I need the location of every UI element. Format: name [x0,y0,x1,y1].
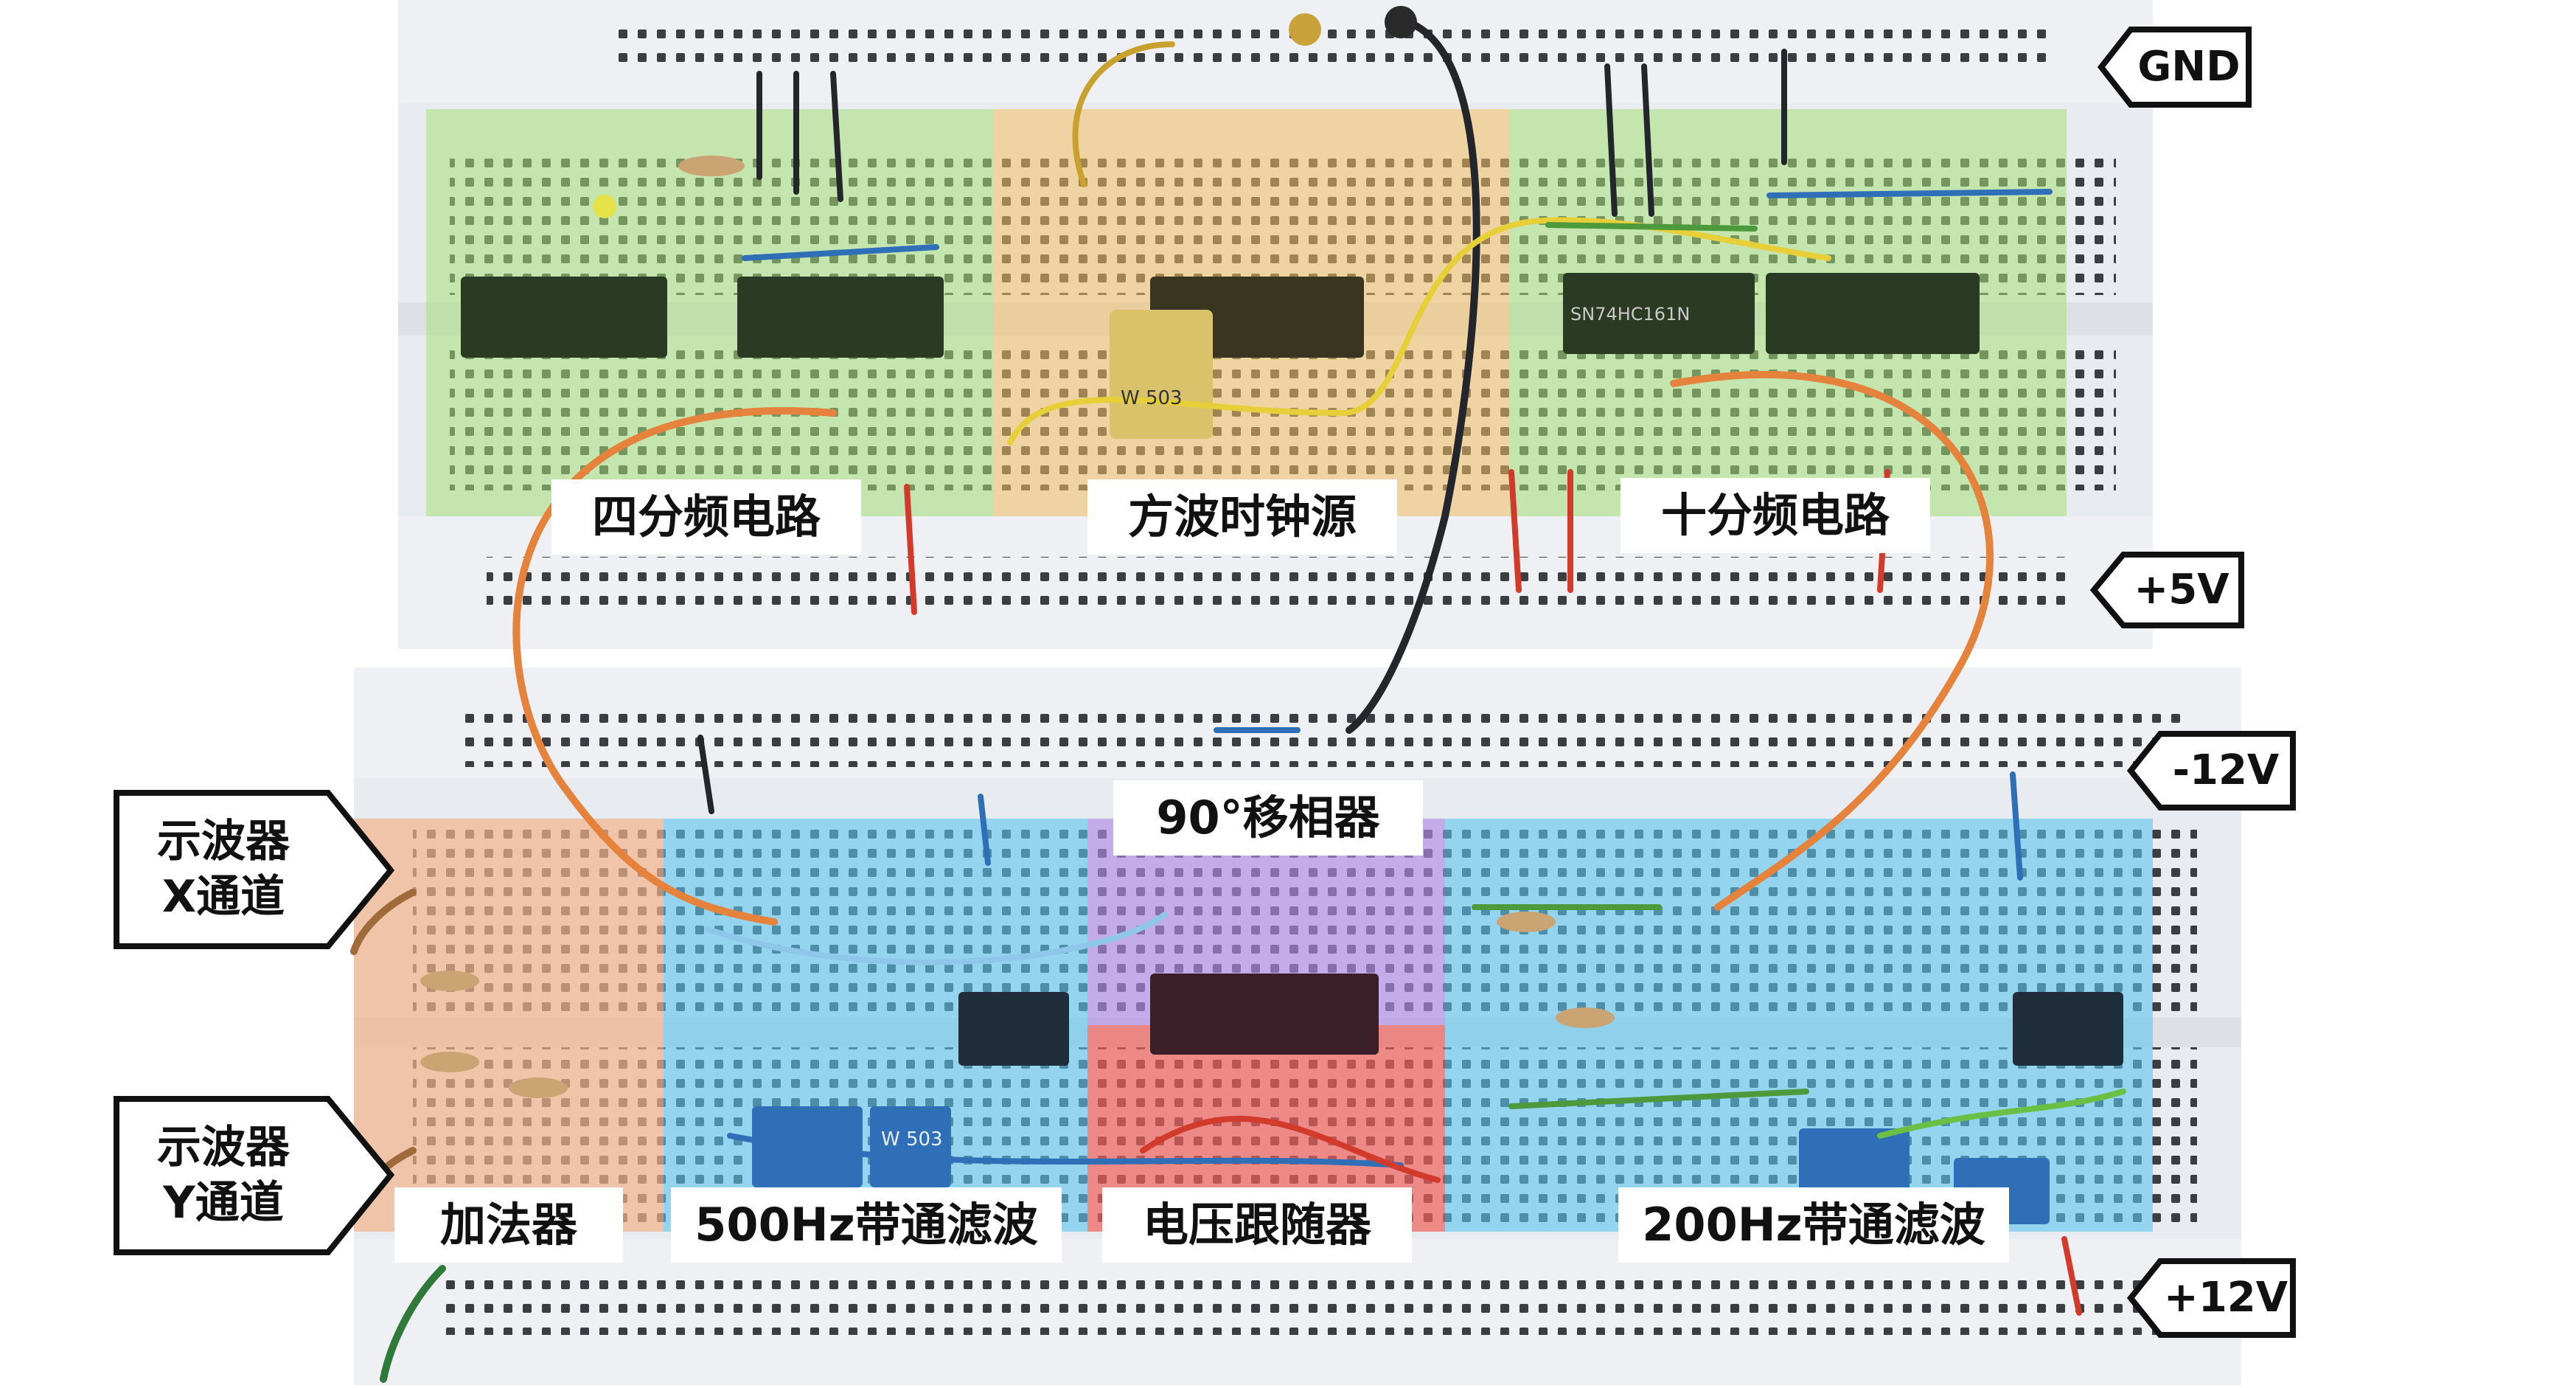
scope-x-line2: X通道 [161,871,285,923]
square-clock-label: 方波时钟源 [1087,479,1397,555]
scope-y-channel-label: 示波器 Y通道 [116,1099,330,1252]
pot-bottom-mark: W 503 [881,1128,943,1151]
scope-x-channel-label: 示波器 X通道 [116,793,330,946]
scope-x-line1: 示波器 [157,816,290,867]
divide-by-four-label: 四分频电路 [551,479,861,555]
minus12v-label: -12V [2172,746,2280,794]
scope-y-line2: Y通道 [163,1177,284,1229]
bandpass-500-label: 500Hz带通滤波 [671,1187,1062,1263]
chip-top-right-mark: SN74HC161N [1570,304,1691,325]
phase-shifter-label: 90°移相器 [1113,780,1423,856]
plus5v-label: +5V [2134,566,2229,614]
voltage-follower-label: 电压跟随器 [1102,1187,1412,1263]
divide-by-ten-label: 十分频电路 [1621,478,1930,553]
bandpass-200-label: 200Hz带通滤波 [1618,1187,2009,1263]
adder-label: 加法器 [394,1187,623,1263]
gnd-label: GND [2137,43,2241,91]
pot-top-mark: W 503 [1121,387,1183,409]
plus12v-label: +12V [2163,1274,2288,1322]
scope-y-line1: 示波器 [157,1122,290,1173]
